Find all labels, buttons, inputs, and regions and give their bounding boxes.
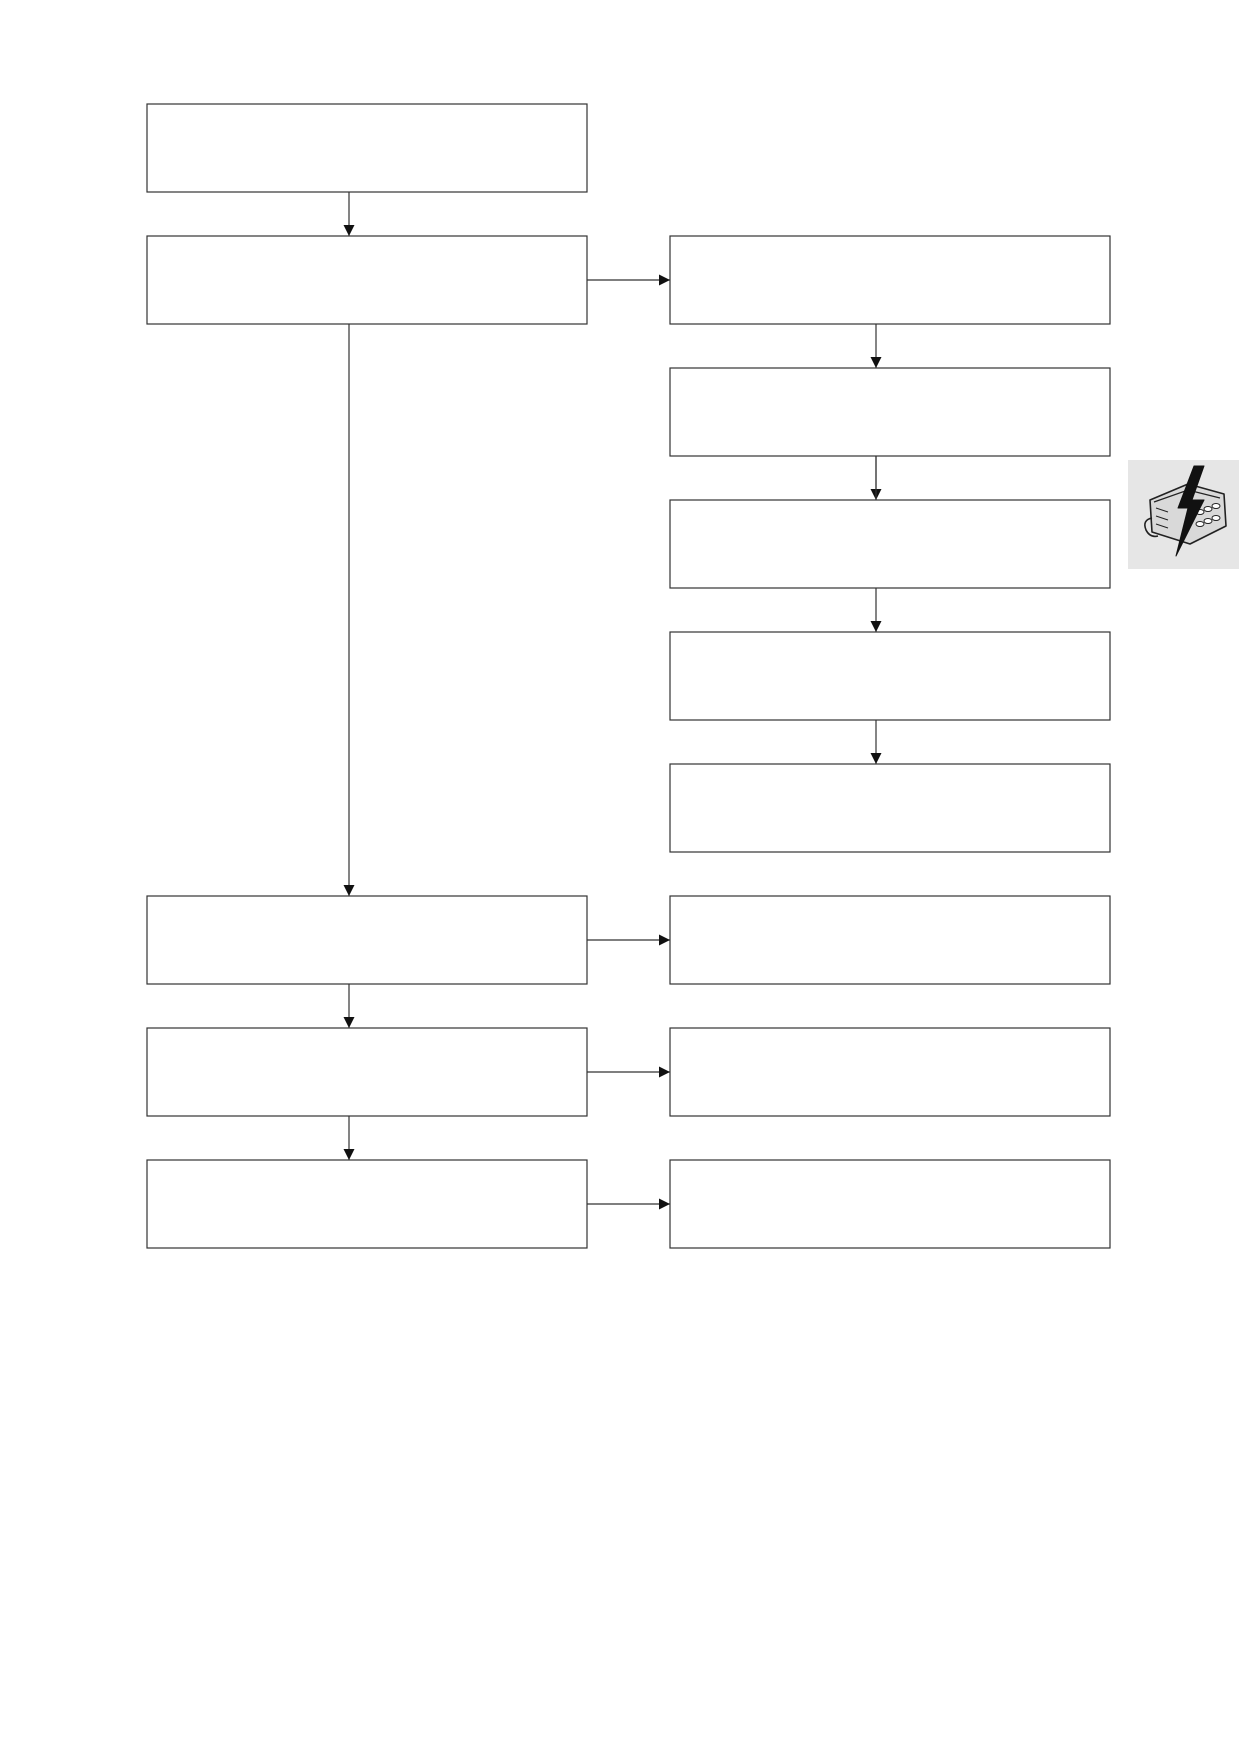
process-box-frame — [146, 895, 588, 985]
electrical-connector-lightning-icon — [1144, 465, 1227, 557]
process-box-frame — [146, 1027, 588, 1117]
process-box-frame — [669, 367, 1111, 457]
process-box-n6 — [669, 631, 1111, 721]
process-box-frame — [669, 235, 1111, 325]
process-box-n9 — [669, 895, 1111, 985]
process-box-n13 — [669, 1159, 1111, 1249]
process-box-n11 — [669, 1027, 1111, 1117]
process-box-frame — [669, 763, 1111, 853]
process-box-frame — [146, 235, 588, 325]
process-box-n10 — [146, 1027, 588, 1117]
process-box-n5 — [669, 499, 1111, 589]
process-box-frame — [669, 1027, 1111, 1117]
process-boxes — [146, 103, 1111, 1249]
process-box-n2 — [146, 235, 588, 325]
process-box-frame — [669, 1159, 1111, 1249]
process-box-n1 — [146, 103, 588, 193]
process-box-n3 — [669, 235, 1111, 325]
process-box-n8 — [146, 895, 588, 985]
process-box-frame — [146, 1159, 588, 1249]
process-box-frame — [669, 895, 1111, 985]
process-box-n7 — [669, 763, 1111, 853]
process-box-frame — [669, 631, 1111, 721]
section-tab — [1128, 460, 1239, 569]
process-box-frame — [146, 103, 588, 193]
process-box-n12 — [146, 1159, 588, 1249]
process-box-n4 — [669, 367, 1111, 457]
process-box-frame — [669, 499, 1111, 589]
